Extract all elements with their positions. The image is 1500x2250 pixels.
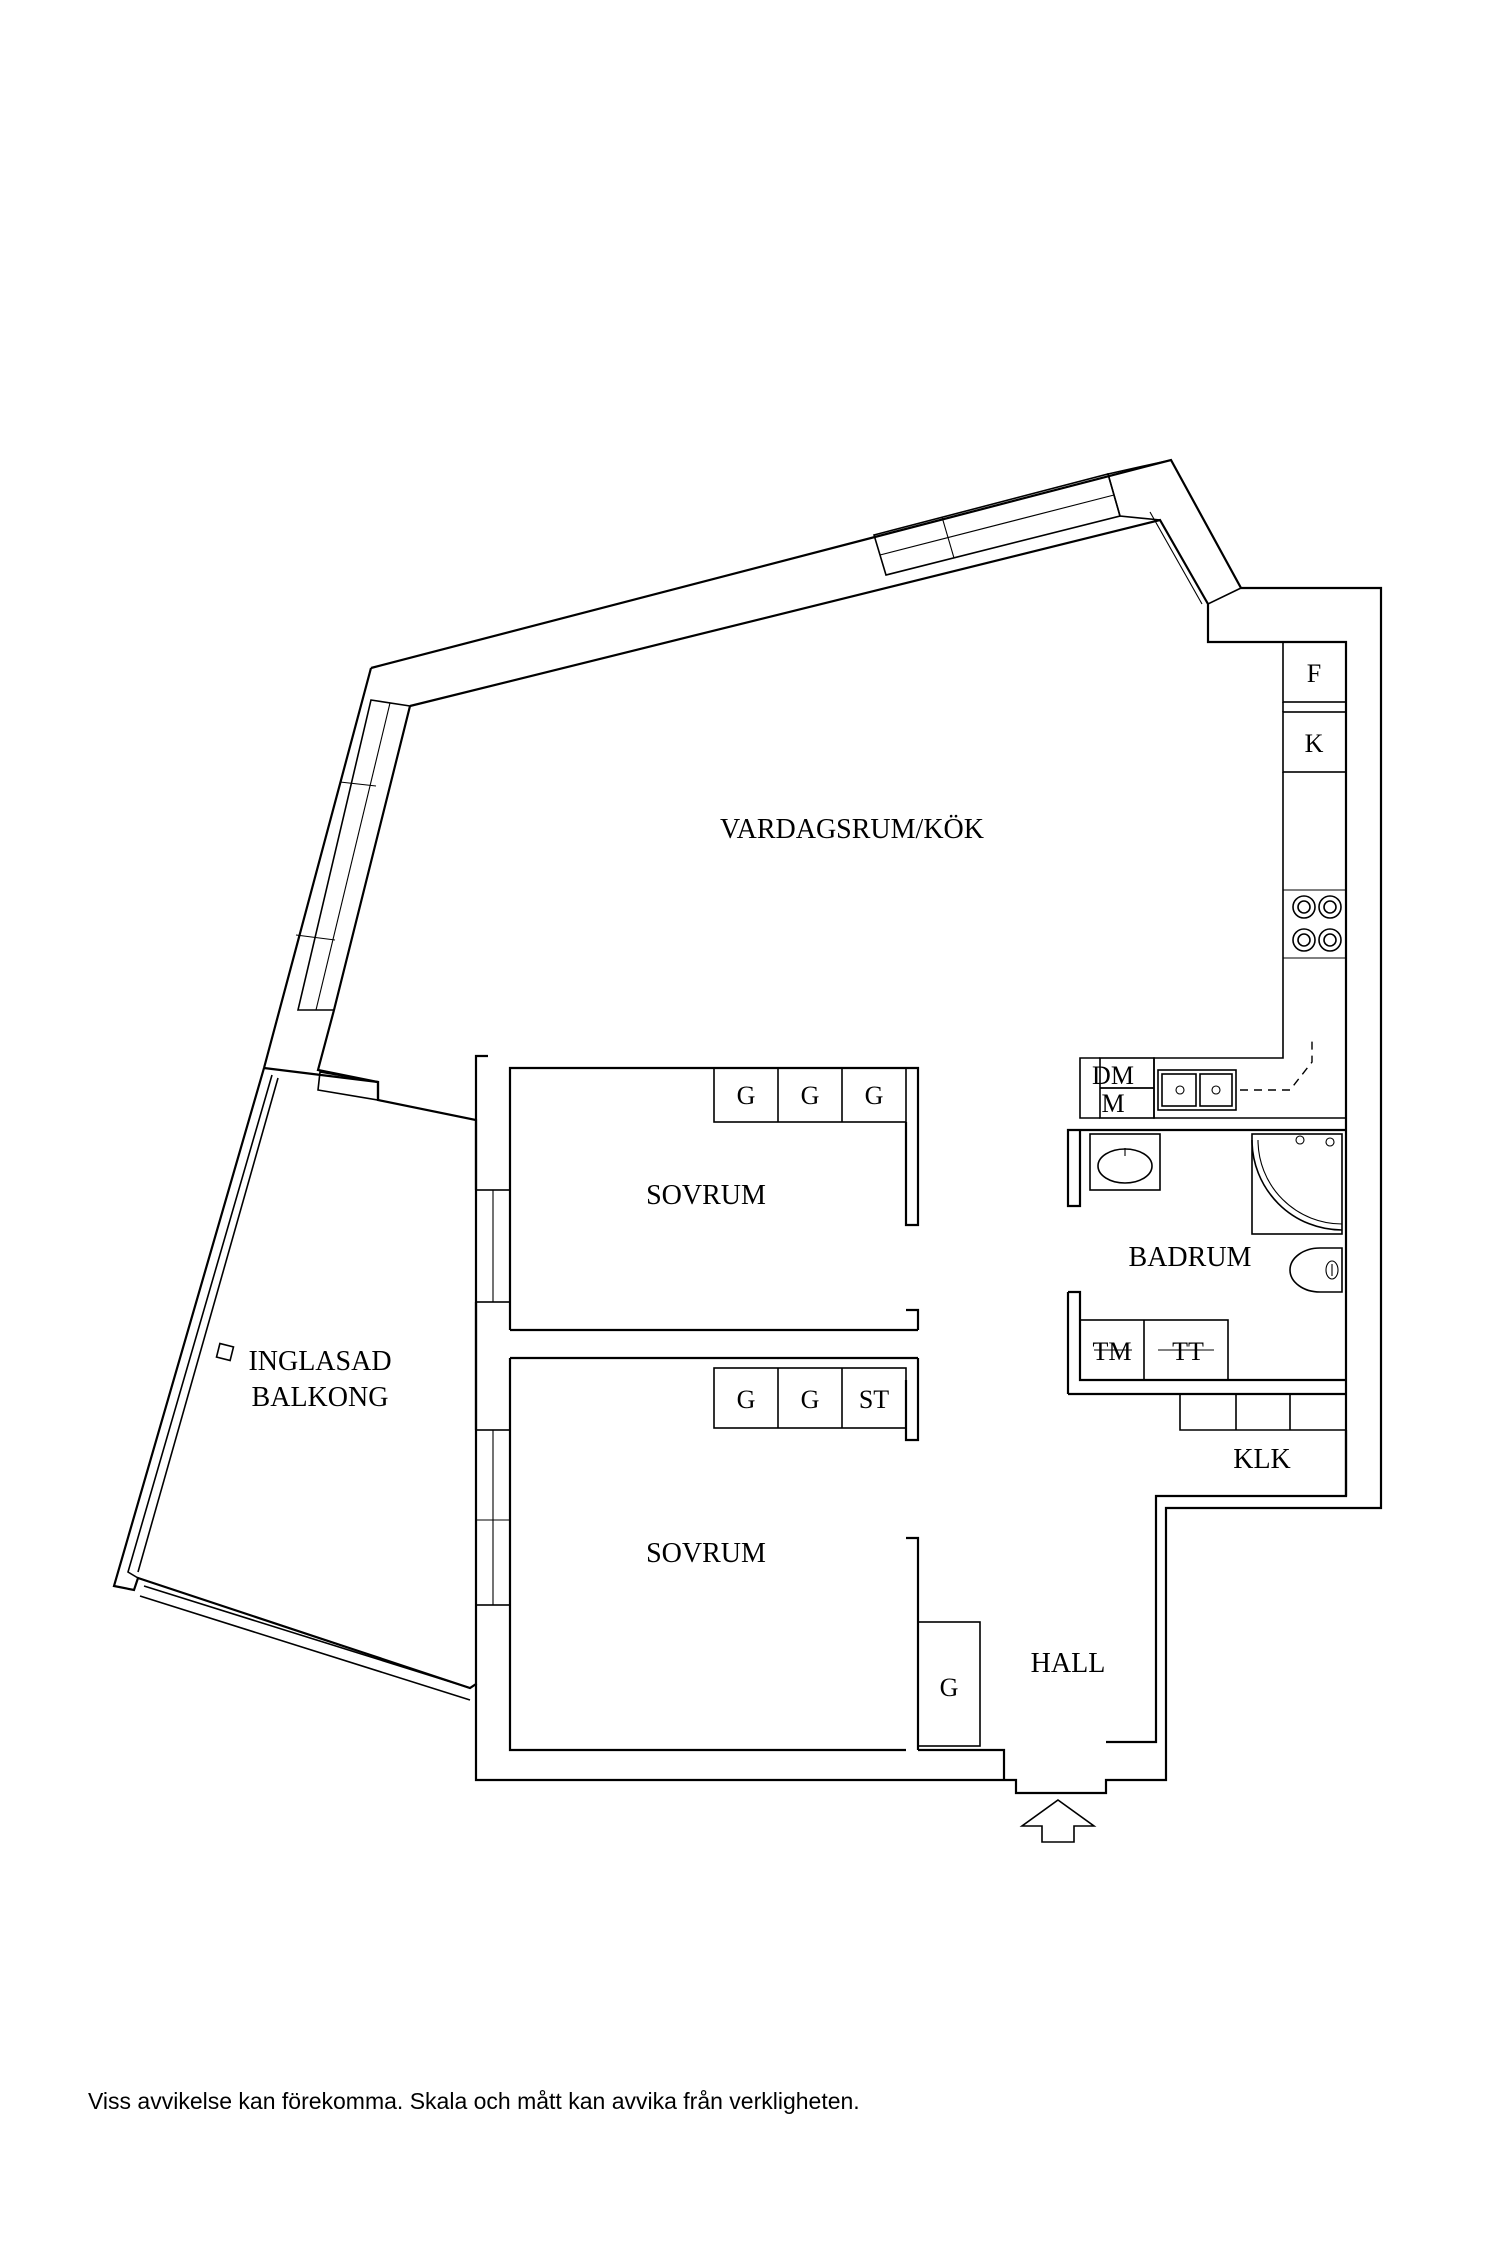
hall [917,1621,1097,1843]
bathroom [1066,1128,1348,1496]
room-label-closet: KLK [1233,1444,1291,1475]
entrance-arrow-icon [1019,1799,1097,1843]
freezer-label: K [1305,729,1324,758]
window-bays [295,459,1243,1011]
bedroom-walls [474,1054,920,1752]
washbasin-icon [1089,1133,1161,1191]
outer-walls [262,458,1383,1795]
shower-icon [1251,1133,1343,1235]
room-label-hall: HALL [1031,1648,1106,1679]
cooktop-icon [1292,895,1342,952]
room-label-bathroom: BADRUM [1129,1242,1252,1273]
wardrobe-label-hall: G [940,1673,959,1702]
dishwasher-label: DM [1092,1061,1134,1090]
kitchen-counter [1079,641,1347,1119]
disclaimer-text: Viss avvikelse kan förekomma. Skala och … [88,2088,860,2114]
microwave-label: M [1101,1089,1124,1118]
wardrobe-label: G [737,1081,756,1110]
storage-label: ST [859,1385,889,1414]
wardrobe-label: G [865,1081,884,1110]
room-labels: VARDAGSRUM/KÖK SOVRUM SOVRUM INGLASAD BA… [248,814,1290,1679]
dryer-label: TT [1172,1337,1204,1366]
room-label-balcony-line1: INGLASAD [248,1346,391,1377]
room-label-balcony-line2: BALKONG [252,1382,389,1413]
fridge-label: F [1307,659,1321,688]
fixture-labels: F K DM M TM TT G G G G G ST G [737,659,1324,1702]
room-label-bedroom-lower: SOVRUM [646,1538,766,1569]
sink-icon [1157,1069,1237,1111]
wardrobe-label: G [801,1081,820,1110]
washer-label: TM [1093,1337,1132,1366]
wardrobe-label: G [801,1385,820,1414]
wardrobe-label: G [737,1385,756,1414]
toilet-icon [1289,1247,1343,1293]
room-label-bedroom-upper: SOVRUM [646,1180,766,1211]
room-label-living-kitchen: VARDAGSRUM/KÖK [720,814,984,845]
